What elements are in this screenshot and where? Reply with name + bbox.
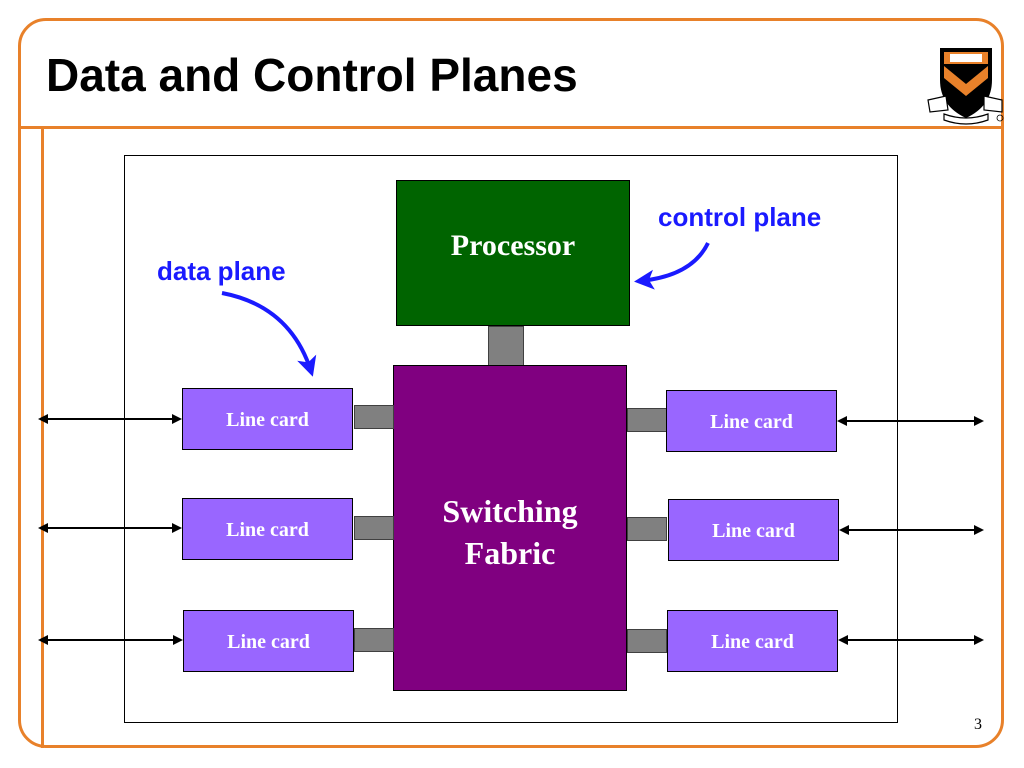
control-plane-arrow [634, 242, 710, 290]
data-plane-label: data plane [157, 256, 286, 286]
processor-block: Processor [396, 180, 630, 326]
line-card-left: Line card [183, 610, 354, 672]
line-card-right: Line card [668, 499, 839, 561]
slide-frame [18, 18, 1004, 748]
control-plane-label: control plane [658, 202, 822, 232]
princeton-shield-icon [927, 48, 1004, 125]
page-number: 3 [974, 716, 982, 733]
left-card-connector [354, 516, 394, 540]
right-card-connector [627, 629, 667, 653]
processor-label: Processor [450, 229, 576, 262]
line-card-right: Line card [667, 610, 838, 672]
line-card-left: Line card [182, 498, 353, 560]
left-card-connector [354, 628, 394, 652]
slide-title: Data and Control Planes [46, 49, 578, 101]
line-card-left: Line card [182, 388, 353, 450]
right-card-connector [627, 517, 667, 541]
line-card-right: Line card [666, 390, 837, 452]
router-boundary [124, 155, 898, 723]
data-plane-arrow [221, 291, 317, 377]
left-card-connector [354, 405, 394, 429]
title-divider [18, 126, 1004, 129]
left-accent-bar [41, 126, 44, 748]
processor-fabric-connector [488, 326, 524, 366]
